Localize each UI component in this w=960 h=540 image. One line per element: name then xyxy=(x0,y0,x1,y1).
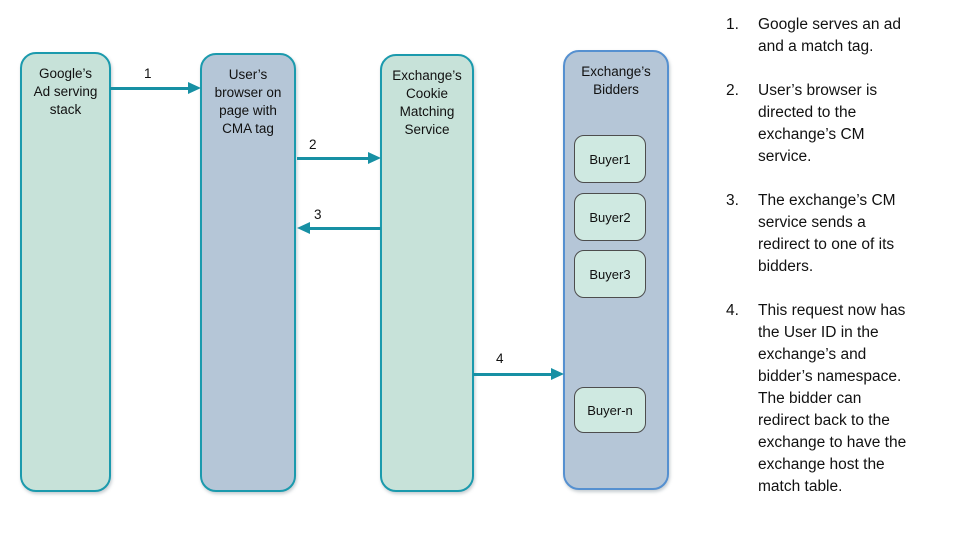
buyer-box: Buyer2 xyxy=(574,193,646,241)
node-google-stack: Google’s Ad serving stack xyxy=(20,52,111,492)
arrow-shaft xyxy=(473,372,556,376)
step-text: This request now has the User ID in the … xyxy=(758,302,907,495)
step-item-4: 4. This request now has the User ID in t… xyxy=(726,300,954,498)
step-text: The exchange’s CM service sends a redire… xyxy=(758,192,896,275)
arrow-shaft xyxy=(305,226,381,230)
buyer-box: Buyer1 xyxy=(574,135,646,183)
arrow-head-icon xyxy=(188,82,201,94)
step-text: User’s browser is directed to the exchan… xyxy=(758,82,878,165)
step-number: 1. xyxy=(726,16,739,33)
steps-list: 1. Google serves an ad and a match tag. … xyxy=(726,14,954,520)
arrow-shaft xyxy=(297,156,373,160)
node-label: Exchange’s Bidders xyxy=(581,64,651,97)
arrow-label-3: 3 xyxy=(314,207,322,222)
buyer-box: Buyer3 xyxy=(574,250,646,298)
node-user-browser: User’s browser on page with CMA tag xyxy=(200,53,296,492)
buyer-label: Buyer3 xyxy=(589,266,631,282)
step-number: 2. xyxy=(726,82,739,99)
arrow-label-4: 4 xyxy=(496,351,504,366)
arrow-label-1: 1 xyxy=(144,66,152,81)
step-item-1: 1. Google serves an ad and a match tag. xyxy=(726,14,954,58)
arrow-head-icon xyxy=(551,368,564,380)
node-label: Google’s Ad serving stack xyxy=(33,66,98,117)
step-number: 3. xyxy=(726,192,739,209)
step-number: 4. xyxy=(726,302,739,319)
node-label: User’s browser on page with CMA tag xyxy=(214,67,282,136)
arrow-head-icon xyxy=(368,152,381,164)
step-item-2: 2. User’s browser is directed to the exc… xyxy=(726,80,954,168)
buyer-label: Buyer-n xyxy=(587,402,633,418)
arrow-head-icon xyxy=(297,222,310,234)
step-text: Google serves an ad and a match tag. xyxy=(758,16,902,55)
node-cm-service: Exchange’s Cookie Matching Service xyxy=(380,54,474,492)
buyer-label: Buyer2 xyxy=(589,209,631,225)
buyer-box: Buyer-n xyxy=(574,387,646,433)
node-label: Exchange’s Cookie Matching Service xyxy=(392,68,462,137)
buyer-label: Buyer1 xyxy=(589,151,631,167)
step-item-3: 3. The exchange’s CM service sends a red… xyxy=(726,190,954,278)
arrow-shaft xyxy=(110,86,193,90)
arrow-label-2: 2 xyxy=(309,137,317,152)
